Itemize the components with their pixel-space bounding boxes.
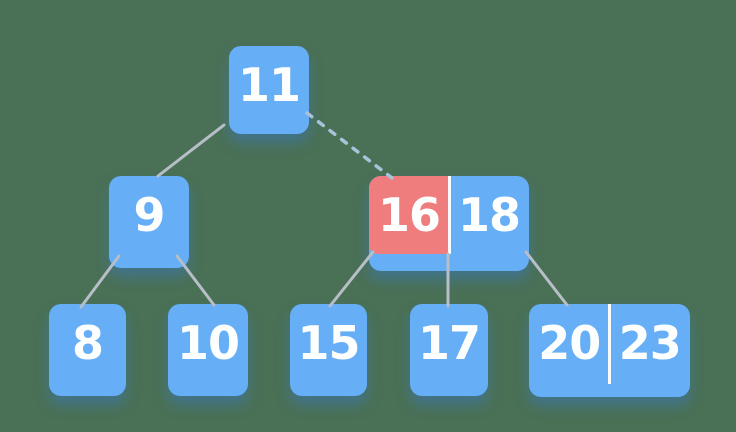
tree-node-17: 17 (410, 304, 488, 396)
cell-divider (447, 176, 451, 254)
key-cell: 20 (538, 316, 601, 370)
edge-18-to-20-23 (524, 250, 569, 307)
edge-11-to-16-dashed (305, 111, 394, 180)
key-cell: 23 (618, 316, 682, 370)
edge-16-to-15 (328, 250, 375, 308)
tree-node-15: 15 (290, 304, 367, 396)
tree-node-10: 10 (168, 304, 248, 396)
tree-node-9: 9 (109, 176, 189, 268)
key-cell: 9 (133, 188, 165, 242)
key-cell: 8 (71, 316, 104, 370)
cell-divider (608, 304, 611, 384)
key-cell: 10 (176, 316, 240, 370)
tree-node-root-11: 11 (229, 46, 309, 134)
key-cell-highlighted: 16 (377, 188, 441, 242)
tree-node-16-18: 16 18 (369, 176, 529, 271)
tree-node-8: 8 (49, 304, 126, 396)
edge-11-to-9 (156, 123, 226, 178)
key-cell: 17 (417, 316, 481, 370)
highlighted-cell-background (369, 176, 449, 254)
key-cell: 11 (237, 58, 301, 112)
tree-node-20-23: 20 23 (529, 304, 690, 397)
key-cell: 18 (457, 188, 521, 242)
key-cell: 15 (297, 316, 360, 370)
